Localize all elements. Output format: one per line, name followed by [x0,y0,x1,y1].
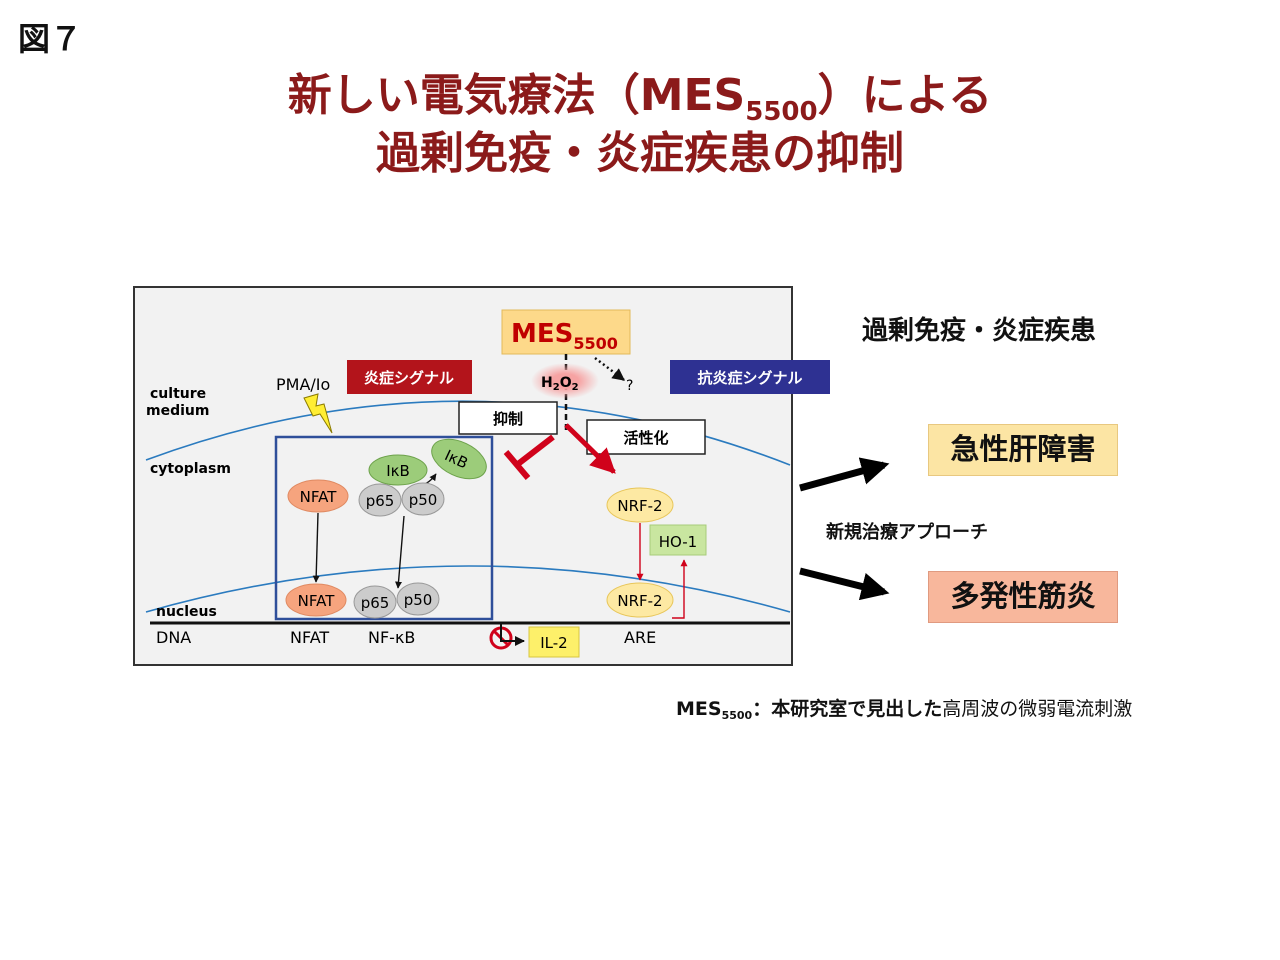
disease-heading: 過剰免疫・炎症疾患 [862,316,1097,346]
cytoplasm-label: cytoplasm [150,461,231,477]
title-subscript: 5500 [745,97,818,127]
ikb-node [368,454,428,486]
nrf2-cytoplasm-node [606,487,674,523]
activate-arrow [564,423,616,474]
nrf2-nucleus-label: NRF-2 [617,592,662,610]
culture-label-2: medium [146,403,209,419]
mes-dotted-arrow [594,357,625,381]
footnote-text: 高周波の微弱電流刺激 [942,698,1133,720]
title-line-2: 過剰免疫・炎症疾患の抑制 [376,128,904,179]
nrf2-nucleus-node [606,582,674,618]
ho1-box [649,524,707,556]
inhibit-bar [503,450,531,480]
inflammatory-signal-box [347,360,472,394]
il2-label: IL-2 [540,634,567,652]
p65-cytoplasm-node [358,483,402,517]
acute-liver-injury-box: 急性肝障害 [928,424,1118,476]
nucleus-label: nucleus [156,604,217,620]
nfat-translocation-arrow [312,512,320,583]
ikb-released-node [431,438,487,480]
culture-label-1: culture [150,386,206,402]
p65-cytoplasm-label: p65 [366,492,395,510]
polymyositis-box: 多発性筋炎 [928,571,1118,623]
nuclear-membrane [145,565,791,613]
question-mark: ? [626,378,633,394]
ho1-induction-arrow [672,559,688,619]
inhibit-label: 抑制 [493,410,523,428]
mes-box [501,309,631,355]
lightning-icon [303,393,333,434]
footnote: MES5500：本研究室で見出した高周波の微弱電流刺激 [676,694,1132,722]
new-approach-label: 新規治療アプローチ [826,522,988,543]
footnote-subscript: 5500 [721,709,753,722]
ho1-label: HO-1 [659,533,697,551]
inflammatory-signal-label: 炎症シグナル [364,369,454,387]
nfat-cytoplasm-node [287,479,349,513]
dna-label: DNA [156,628,191,647]
title-line-1-text: 新しい電気療法（MES [287,70,746,121]
dna-nfkb-label: NF-κB [368,628,415,647]
dna-are-label: ARE [624,628,656,647]
inhibit-box [458,401,558,435]
h2o2-label: H2O2 [541,375,579,393]
title-line-1-end: ）による [817,70,993,121]
p65-nucleus-label: p65 [361,594,390,612]
nfat-nfkb-box [274,435,494,621]
p50-cytoplasm-label: p50 [409,491,438,509]
footnote-bold-text: ：本研究室で見出した [752,698,943,720]
il2-box [528,626,580,658]
h2o2-glow [531,363,599,399]
outcome-arrow-2 [799,567,890,601]
figure-label: 図７ [18,20,83,58]
activate-label: 活性化 [623,429,668,447]
outcome-arrow-1 [799,457,890,492]
title-line-1: 新しい電気療法（MES5500）による [0,68,1280,140]
nfat-nucleus-node [285,583,347,617]
footnote-mes: MES [676,698,722,720]
anti-inflammatory-signal-box [670,360,830,394]
nrf2-cytoplasm-label: NRF-2 [617,497,662,515]
ikb-label: IκB [386,462,410,480]
nfkb-translocation-arrow [395,515,405,589]
dna-nfat-label: NFAT [290,628,329,647]
p50-nucleus-label: p50 [404,591,433,609]
p65-nucleus-node [353,585,397,619]
p50-nucleus-node [396,582,440,616]
mes-label: MES5500 [511,319,618,353]
anti-inflammatory-signal-label: 抗炎症シグナル [697,369,802,387]
p50-cytoplasm-node [401,482,445,516]
nfat-cytoplasm-label: NFAT [300,488,338,506]
il2-transcription-arrow [500,623,525,646]
inhibit-arrow [516,434,555,467]
pma-label: PMA/Io [276,375,330,394]
nfat-nucleus-label: NFAT [298,592,336,610]
